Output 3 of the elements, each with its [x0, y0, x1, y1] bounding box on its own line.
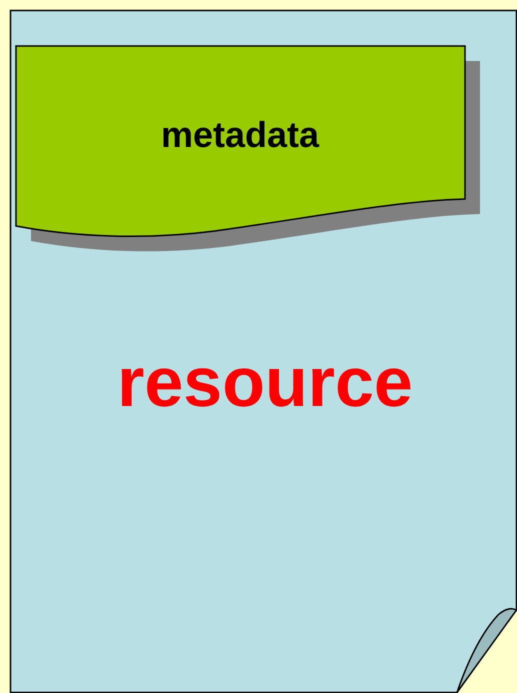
node-label: metadata [160, 114, 320, 156]
node-label: resource [117, 342, 413, 422]
page-shape [10, 10, 517, 693]
